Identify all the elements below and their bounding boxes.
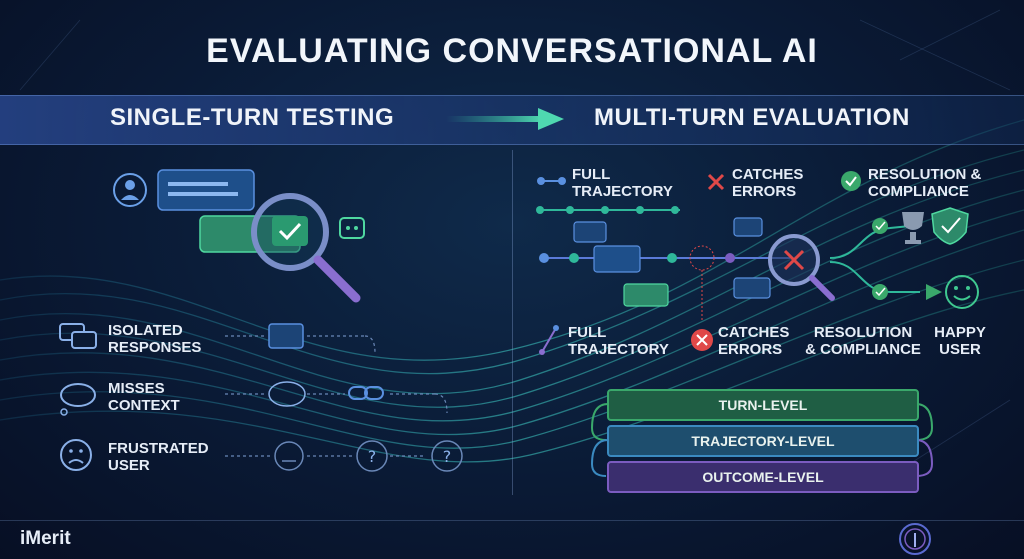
sad-face-icon	[60, 439, 92, 471]
single-turn-illustration	[113, 169, 365, 303]
multi-turn-flow	[536, 206, 979, 320]
level-connectors	[590, 403, 934, 477]
top-catches-errors: CATCHES ERRORS	[732, 166, 803, 200]
level-turn: TURN-LEVEL	[607, 389, 919, 421]
bottom-catches-errors: CATCHES ERRORS	[718, 324, 789, 358]
left-item-frustrated: FRUSTRATED USER	[108, 440, 209, 474]
left-row-icons	[59, 323, 97, 471]
chat-bubble-icon	[268, 323, 304, 349]
left-item-context-line2: CONTEXT	[108, 397, 180, 414]
left-item-context: MISSES CONTEXT	[108, 380, 180, 414]
trajectory-small-icon	[539, 325, 559, 355]
left-item-frustrated-line1: FRUSTRATED	[108, 440, 209, 457]
check-circle-icon	[841, 171, 861, 191]
brand-logo: iMerit	[20, 528, 71, 549]
svg-text:?: ?	[443, 447, 452, 466]
thought-cloud-icon	[60, 383, 96, 416]
magnifier-x-icon	[768, 234, 835, 301]
left-item-isolated-line2: RESPONSES	[108, 339, 202, 356]
bottom-full-trajectory-line2: TRAJECTORY	[568, 341, 669, 358]
top-resolution-line1: RESOLUTION &	[868, 166, 982, 183]
bottom-happy-user-line2: USER	[939, 341, 981, 358]
shield-check-icon	[931, 207, 969, 245]
bottom-full-trajectory-line1: FULL	[568, 324, 607, 341]
top-catches-errors-line1: CATCHES	[732, 166, 804, 183]
footer-divider	[0, 520, 1024, 521]
bottom-catches-errors-line1: CATCHES	[718, 324, 790, 341]
left-flow-lines: ? ?	[225, 323, 463, 472]
chat-bubbles-icon	[59, 323, 97, 349]
left-item-isolated-line1: ISOLATED	[108, 322, 183, 339]
top-resolution-line2: COMPLIANCE	[868, 183, 969, 200]
broken-link-icon	[348, 386, 384, 400]
bottom-happy-user: HAPPY USER	[930, 324, 990, 358]
top-full-trajectory-line2: TRAJECTORY	[572, 183, 673, 200]
svg-text:?: ?	[368, 447, 377, 466]
x-mark-icon	[707, 173, 725, 191]
fingerprint-icon	[899, 523, 931, 555]
top-full-trajectory-line1: FULL	[572, 166, 611, 183]
bottom-resolution: RESOLUTION & COMPLIANCE	[801, 324, 925, 358]
bottom-catches-errors-line2: ERRORS	[718, 341, 783, 358]
left-heading: SINGLE-TURN TESTING	[110, 104, 395, 131]
section-divider	[512, 150, 513, 495]
page-title: EVALUATING CONVERSATIONAL AI	[206, 32, 818, 70]
x-circle-icon	[691, 329, 713, 351]
bottom-resolution-line1: RESOLUTION	[813, 324, 913, 341]
question-icon-1: ?	[356, 440, 388, 472]
left-item-frustrated-line2: USER	[108, 457, 150, 474]
arrow-right-icon	[446, 108, 564, 130]
question-icon-2: ?	[431, 440, 463, 472]
level-trajectory: TRAJECTORY-LEVEL	[607, 425, 919, 457]
left-item-isolated: ISOLATED RESPONSES	[108, 322, 201, 356]
left-item-context-line1: MISSES	[108, 380, 165, 397]
top-full-trajectory: FULL TRAJECTORY	[572, 166, 673, 200]
level-outcome: OUTCOME-LEVEL	[607, 461, 919, 493]
neutral-face-icon	[274, 441, 304, 471]
happy-face-icon	[945, 275, 979, 309]
trajectory-icon	[537, 177, 566, 185]
top-catches-errors-line2: ERRORS	[732, 183, 797, 200]
trophy-icon	[902, 212, 924, 244]
right-heading: MULTI-TURN EVALUATION	[594, 104, 910, 131]
bottom-resolution-line2: & COMPLIANCE	[805, 341, 921, 358]
bottom-happy-user-line1: HAPPY	[934, 324, 986, 341]
top-resolution: RESOLUTION & COMPLIANCE	[868, 166, 981, 200]
bottom-full-trajectory: FULL TRAJECTORY	[568, 324, 669, 358]
cloud-icon	[268, 381, 306, 407]
